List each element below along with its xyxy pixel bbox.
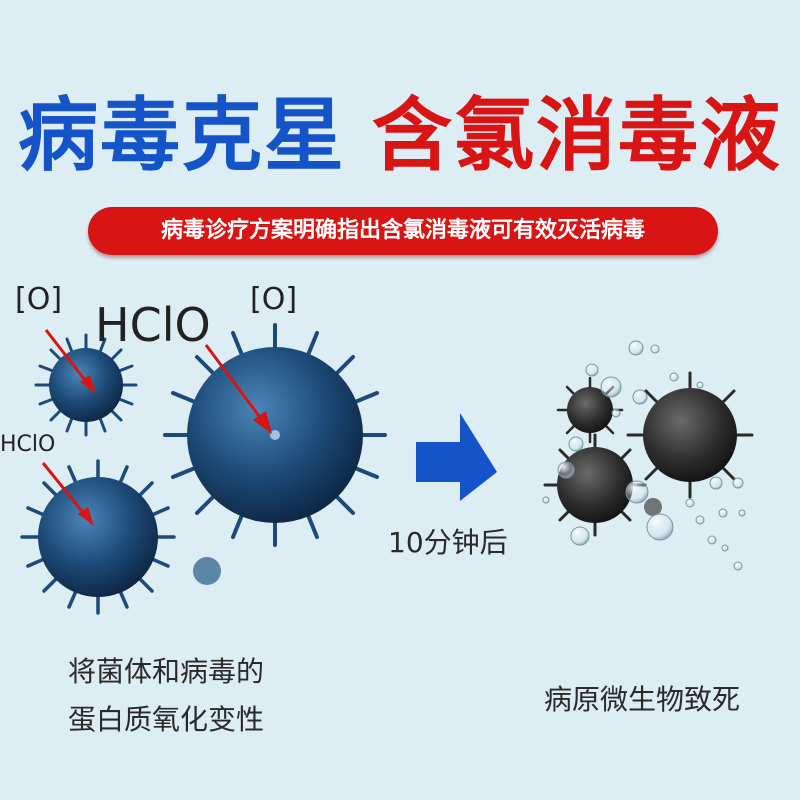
- virus-medium-bottom-left: [20, 459, 176, 615]
- dead-virus-large: [626, 371, 754, 499]
- title-blue: 病毒克星: [18, 89, 346, 182]
- virus-large: [163, 323, 387, 547]
- dead-virus-medium: [543, 433, 647, 537]
- before-caption-line2: 蛋白质氧化变性: [68, 703, 265, 736]
- oxygen-label-right: [O]: [250, 282, 298, 317]
- oxygen-label-left: [O]: [15, 282, 63, 317]
- virus-tiny: [193, 557, 221, 585]
- title-red: 含氯消毒液: [372, 89, 782, 182]
- before-caption-line1: 将菌体和病毒的: [68, 655, 265, 688]
- page-title: 病毒克星含氯消毒液: [0, 86, 800, 186]
- after-caption: 病原微生物致死: [544, 683, 741, 716]
- info-banner: 病毒诊疗方案明确指出含氯消毒液可有效灭活病毒: [88, 207, 718, 255]
- time-caption: 10分钟后: [388, 526, 508, 559]
- hclo-label-large: HClO: [95, 298, 211, 352]
- hclo-label-small: HClO: [0, 432, 56, 457]
- right-arrow-icon: [416, 413, 497, 501]
- red-pointer-arrows: [41, 329, 272, 526]
- bubbles: [542, 340, 746, 571]
